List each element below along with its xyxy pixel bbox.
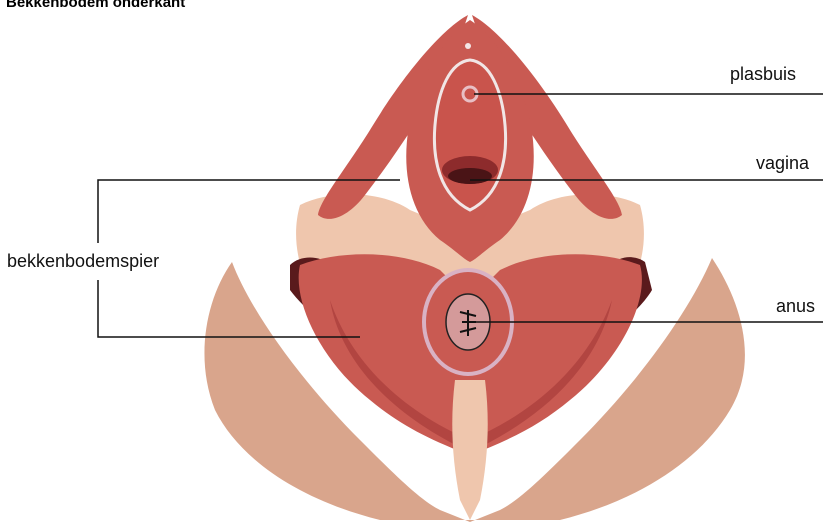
vaginal-opening-inner <box>448 168 492 184</box>
label-plasbuis: plasbuis <box>730 64 796 85</box>
vulva-outline <box>434 60 505 210</box>
label-anus: anus <box>776 296 815 317</box>
label-vagina: vagina <box>756 153 809 174</box>
coccyx-fascia <box>452 380 487 520</box>
diagram-title: Bekkenbodem onderkant <box>6 0 185 11</box>
clitoris-dot <box>465 43 471 49</box>
label-bekkenbodemspier: bekkenbodemspier <box>7 251 159 272</box>
